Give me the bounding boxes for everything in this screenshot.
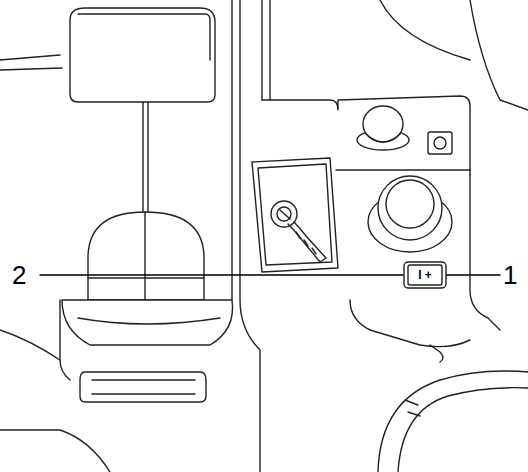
callout-number: 1 (503, 262, 517, 288)
callout-number: 2 (12, 262, 26, 288)
switch-symbol: I + (408, 269, 442, 281)
